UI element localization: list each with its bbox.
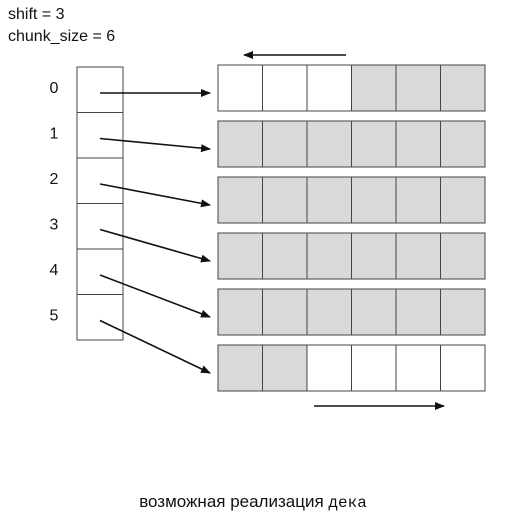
index-label: 5 — [50, 308, 59, 325]
caption-mono-word: дека — [328, 494, 367, 512]
chunk-cell-filled — [306, 232, 352, 280]
index-cell — [76, 294, 124, 341]
index-cell — [76, 157, 124, 204]
chunk-cell-filled — [306, 288, 352, 336]
chunk-cell-filled — [217, 232, 263, 280]
chunk-cell-filled — [351, 288, 397, 336]
chunk-cell-filled — [395, 176, 441, 224]
chunk-cell-filled — [351, 64, 397, 112]
chunk-row — [217, 344, 486, 392]
chunk-cell-filled — [440, 232, 486, 280]
shift-label: shift = 3 — [8, 6, 65, 23]
chunk-cell-empty — [217, 64, 263, 112]
pointer-arrow — [99, 183, 211, 208]
chunk-cell-filled — [262, 176, 308, 224]
pointer-arrow — [99, 274, 211, 318]
parameters-block: shift = 3 chunk_size = 6 — [8, 4, 115, 48]
index-label: 2 — [50, 171, 59, 188]
caption-text: возможная реализация — [139, 492, 329, 511]
chunk-cell-empty — [306, 344, 352, 392]
index-label: 1 — [50, 126, 59, 143]
chunk-cell-filled — [217, 288, 263, 336]
chunk-cell-empty — [306, 64, 352, 112]
chunk-cell-filled — [440, 120, 486, 168]
chunk-row — [217, 176, 486, 224]
index-label: 0 — [50, 80, 59, 97]
chunk-cell-filled — [262, 344, 308, 392]
chunk-cell-filled — [395, 232, 441, 280]
chunk-size-label: chunk_size = 6 — [8, 28, 116, 45]
chunk-cell-empty — [440, 344, 486, 392]
chunk-cell-filled — [351, 232, 397, 280]
chunk-cell-filled — [351, 120, 397, 168]
chunk-cell-empty — [395, 344, 441, 392]
index-cell — [76, 66, 124, 113]
index-label: 4 — [50, 262, 59, 279]
chunk-cell-empty — [351, 344, 397, 392]
index-cell — [76, 112, 124, 159]
index-array: 0 1 2 3 4 5 — [50, 66, 124, 341]
chunk-row — [217, 232, 486, 280]
chunk-cell-filled — [395, 288, 441, 336]
chunk-cell-filled — [262, 232, 308, 280]
chunk-row — [217, 288, 486, 336]
chunk-cell-filled — [395, 64, 441, 112]
pointer-arrow — [99, 319, 211, 374]
chunk-cell-filled — [351, 176, 397, 224]
chunk-cell-filled — [217, 120, 263, 168]
chunk-cell-filled — [395, 120, 441, 168]
chunk-cell-empty — [262, 64, 308, 112]
chunk-blocks — [217, 64, 486, 392]
chunk-row — [217, 120, 486, 168]
chunk-cell-filled — [262, 120, 308, 168]
chunk-cell-filled — [262, 288, 308, 336]
chunk-cell-filled — [440, 288, 486, 336]
caption: возможная реализация дека — [0, 492, 506, 512]
index-cell — [76, 203, 124, 250]
index-label: 3 — [50, 217, 59, 234]
pointer-arrow — [99, 228, 211, 263]
index-cell — [76, 248, 124, 295]
pointer-arrow — [99, 137, 211, 153]
pointer-arrows — [99, 89, 211, 374]
chunk-cell-filled — [217, 176, 263, 224]
chunk-cell-filled — [440, 64, 486, 112]
chunk-cell-filled — [306, 176, 352, 224]
chunk-cell-filled — [306, 120, 352, 168]
chunk-row — [217, 64, 486, 112]
chunk-cell-filled — [440, 176, 486, 224]
chunk-cell-filled — [217, 344, 263, 392]
